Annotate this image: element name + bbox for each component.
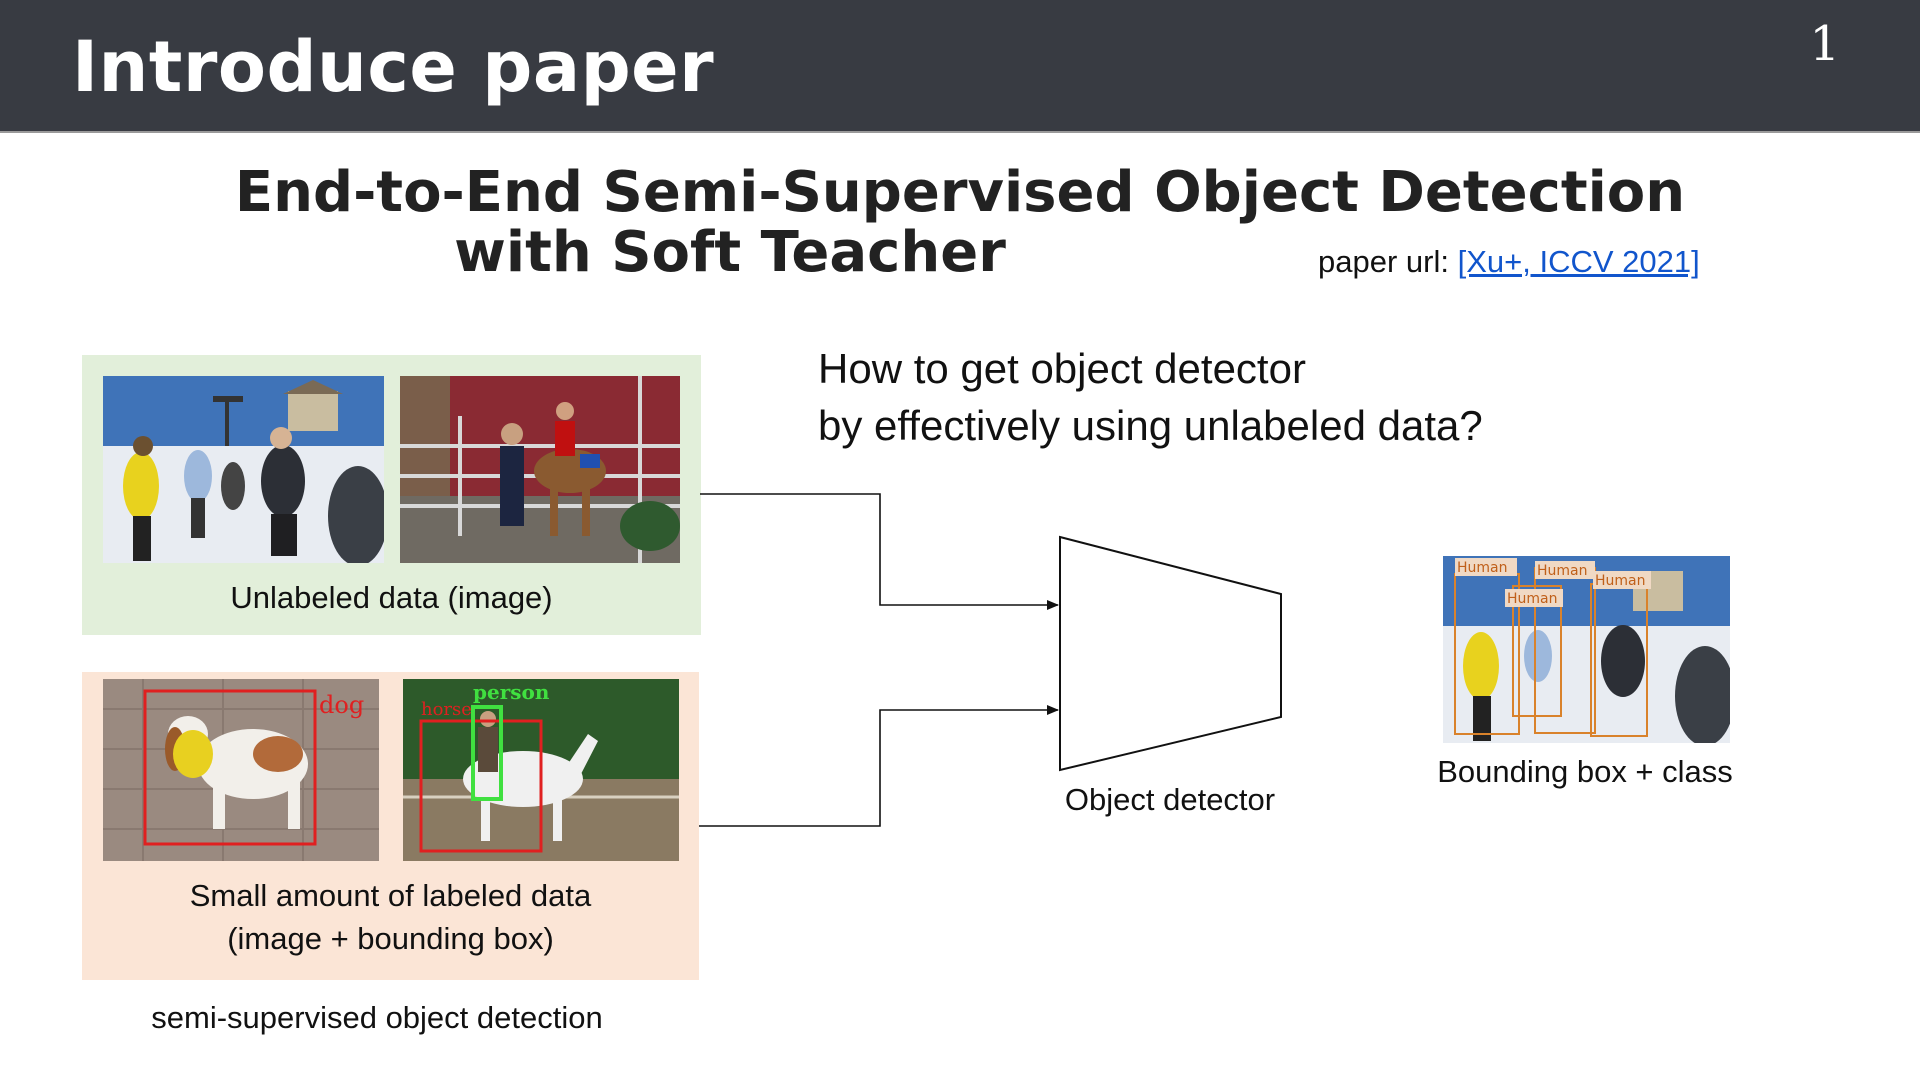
- question-text: How to get object detector by effectivel…: [818, 340, 1483, 454]
- slide-title: Introduce paper: [72, 26, 715, 108]
- semi-supervised-caption: semi-supervised object detection: [151, 1000, 603, 1035]
- labeled-caption-line2: (image + bounding box): [227, 921, 554, 956]
- paper-title-line2: with Soft Teacher: [454, 220, 1006, 285]
- human-label-2: Human: [1537, 563, 1588, 579]
- person-label: person: [473, 680, 550, 704]
- paper-url: paper url: [Xu+, ICCV 2021]: [1318, 244, 1700, 280]
- object-detector-caption: Object detector: [1064, 782, 1276, 817]
- human-label-3: Human: [1595, 573, 1646, 589]
- unlabeled-caption: Unlabeled data (image): [230, 580, 553, 615]
- labeled-caption: Small amount of labeled data (image + bo…: [82, 874, 699, 960]
- unlabeled-ski-image: [103, 376, 384, 563]
- paper-url-link[interactable]: [Xu+, ICCV 2021]: [1457, 244, 1700, 279]
- output-caption: Bounding box + class: [1437, 754, 1733, 789]
- paper-title-line1: End-to-End Semi-Supervised Object Detect…: [234, 160, 1686, 225]
- labeled-horse-image: horse person: [403, 679, 679, 861]
- output-detection-image: Human Human Human Human: [1443, 556, 1730, 743]
- labeled-caption-line1: Small amount of labeled data: [189, 878, 592, 913]
- object-detector-shape: [1059, 535, 1282, 772]
- slide-number: 1: [1809, 16, 1840, 72]
- human-label-1: Human: [1457, 560, 1508, 576]
- horse-label: horse: [421, 699, 472, 720]
- paper-url-label: paper url:: [1318, 244, 1449, 279]
- question-line1: How to get object detector: [818, 345, 1306, 392]
- labeled-dog-image: dog: [103, 679, 379, 861]
- labeled-to-detector-arrow: [699, 705, 1059, 827]
- unlabeled-horse-image: [400, 376, 680, 563]
- unlabeled-to-detector-arrow: [700, 493, 1059, 610]
- human-label-4: Human: [1507, 591, 1558, 607]
- dog-label: dog: [319, 691, 364, 719]
- header-bar: Introduce paper 1: [0, 0, 1920, 133]
- question-line2: by effectively using unlabeled data?: [818, 402, 1483, 449]
